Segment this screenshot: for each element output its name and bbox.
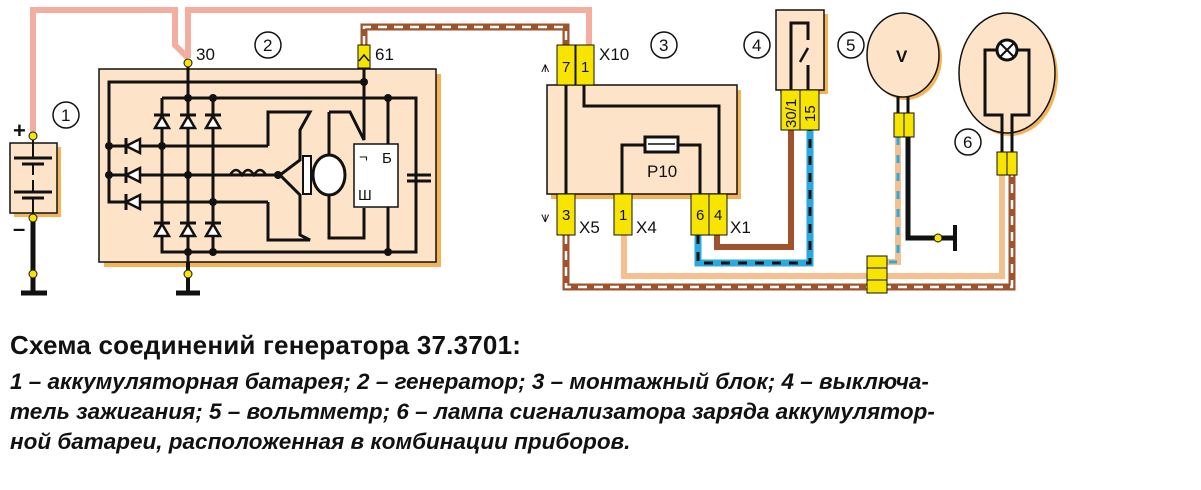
switch-pin-15: 15 bbox=[802, 105, 819, 122]
x1-pin-6: 6 bbox=[696, 207, 704, 224]
mounting-block: P10 7 1 X10 3 X5 1 X4 6 4 X1 ⩚ ⩛ bbox=[541, 44, 751, 237]
x1-label: X1 bbox=[730, 218, 751, 237]
terminal-30-label: 30 bbox=[196, 45, 215, 64]
brown-white-wire bbox=[360, 23, 1016, 291]
number-3: 3 bbox=[659, 36, 668, 55]
battery-minus-label: – bbox=[13, 216, 25, 241]
number-5: 5 bbox=[846, 36, 855, 55]
fuse-label: P10 bbox=[647, 162, 677, 181]
battery-plus-label: + bbox=[13, 118, 26, 143]
x5-pin-3: 3 bbox=[562, 207, 570, 224]
number-1: 1 bbox=[61, 106, 70, 125]
switch-pin-30-1: 30/1 bbox=[783, 99, 800, 128]
voltmeter-symbol: V bbox=[896, 47, 908, 66]
splice-connector bbox=[866, 255, 888, 294]
voltmeter: V bbox=[866, 12, 942, 138]
x4-pin-1: 1 bbox=[619, 207, 627, 224]
pink-wire bbox=[30, 7, 592, 136]
brown-wire bbox=[714, 130, 794, 250]
caption-line-1: 1 – аккумуляторная батарея; 2 – генерато… bbox=[10, 369, 929, 394]
number-6: 6 bbox=[963, 133, 972, 152]
regulator-minus-label: ¬ bbox=[359, 149, 368, 166]
generator: ¬ Б Ш 30 61 bbox=[98, 44, 441, 296]
regulator-b-label: Б bbox=[382, 150, 392, 167]
regulator-sh-label: Ш bbox=[358, 187, 372, 204]
ground-wire bbox=[905, 137, 955, 241]
number-2: 2 bbox=[263, 36, 272, 55]
charge-warning-lamp bbox=[958, 12, 1058, 176]
wiring-diagram: + – bbox=[9, 7, 1058, 296]
number-4: 4 bbox=[752, 36, 761, 55]
component-numbers bbox=[52, 31, 982, 156]
tan-blue-wire bbox=[870, 137, 901, 265]
battery: + – bbox=[9, 118, 61, 296]
x10-pin-1: 1 bbox=[581, 59, 589, 76]
plug-down-icon: ⩛ bbox=[541, 209, 550, 226]
caption-line-2: тель зажигания; 5 – вольтметр; 6 – лампа… bbox=[10, 399, 935, 424]
caption-line-3: ной батареи, расположенная в комбинации … bbox=[10, 429, 631, 454]
ignition-switch: 30/1 15 bbox=[775, 9, 828, 131]
x5-label: X5 bbox=[579, 218, 600, 237]
x10-pin-7: 7 bbox=[562, 59, 570, 76]
x4-label: X4 bbox=[636, 218, 657, 237]
terminal-61-label: 61 bbox=[375, 45, 394, 64]
x10-label: X10 bbox=[599, 45, 629, 64]
x1-pin-4: 4 bbox=[714, 207, 722, 224]
tan-wire bbox=[621, 175, 1005, 279]
plug-up-icon: ⩚ bbox=[541, 59, 550, 76]
caption-title: Схема соединений генератора 37.3701: bbox=[10, 330, 522, 360]
caption: Схема соединений генератора 37.3701: 1 –… bbox=[10, 330, 1195, 457]
